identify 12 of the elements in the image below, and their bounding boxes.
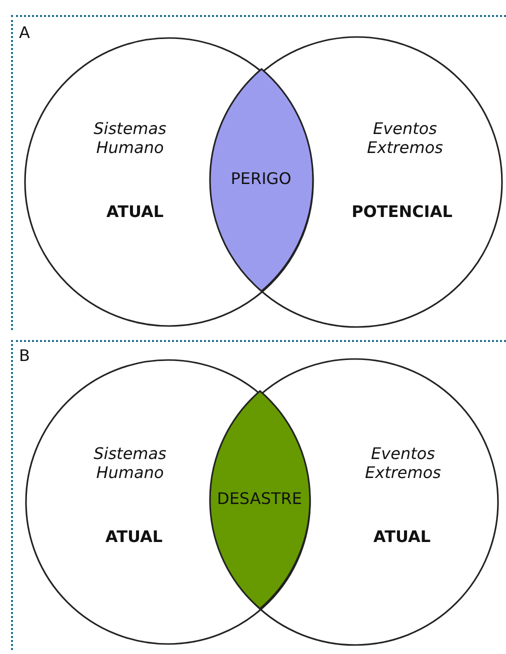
panel-label: B [19,346,30,366]
state-label: ATUAL [372,527,432,546]
set-label: Sistemas Humano [92,119,168,158]
intersection-label: PERIGO [230,168,292,188]
set-label: Eventos Extremos [366,119,444,158]
set-label: Sistemas Humano [92,444,168,482]
state-label: ATUAL [105,202,165,222]
set-label: Eventos Extremos [364,444,442,482]
panel-label: A [19,23,30,42]
state-label: POTENCIAL [350,202,454,222]
intersection-label: DESASTRE [216,488,303,508]
state-label: ATUAL [104,527,164,546]
